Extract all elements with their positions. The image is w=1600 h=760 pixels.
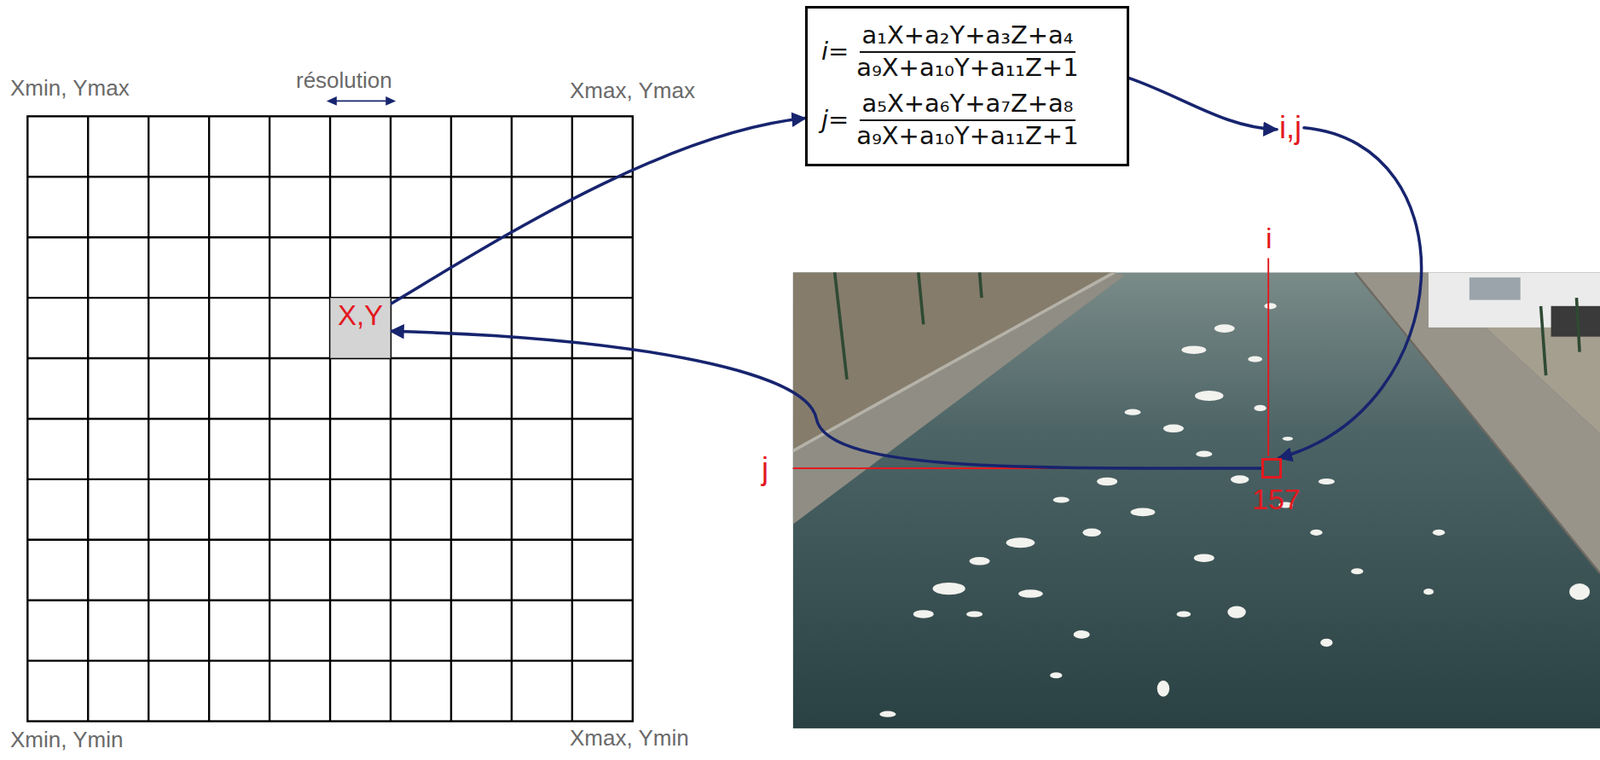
foam-patches <box>879 302 1590 718</box>
wall-edge <box>1355 272 1600 574</box>
raster-grid <box>27 115 632 721</box>
truck-window <box>1469 277 1521 300</box>
pixel-marker: 157 <box>1261 457 1282 479</box>
flow-arrow <box>390 330 1262 469</box>
corner-label: Xmax, Ymax <box>569 78 696 104</box>
result-label: i,j <box>1276 110 1305 145</box>
j-axis-line <box>793 467 1260 470</box>
right-bank <box>1426 272 1600 434</box>
wall-edge <box>793 272 1115 451</box>
formula-box: i=a₁X+a₂Y+a₃Z+a₄a₉X+a₁₀Y+a₁₁Z+1j=a₅X+a₆Y… <box>805 5 1130 167</box>
grid-cell: X,Y <box>330 297 391 359</box>
grid-frame <box>27 115 632 721</box>
dimension-label: résolution <box>295 68 393 93</box>
equation-row: i=a₁X+a₂Y+a₃Z+a₄a₉X+a₁₀Y+a₁₁Z+1 <box>821 22 1114 82</box>
denominator: a₉X+a₁₀Y+a₁₁Z+1 <box>853 52 1081 82</box>
truck-part <box>1551 306 1600 337</box>
coordinate-label: X,Y <box>337 300 383 331</box>
pixel-square <box>1261 457 1282 479</box>
left-wall <box>793 272 1125 524</box>
fence-posts <box>834 272 1580 380</box>
flow-arrow <box>1278 127 1421 458</box>
gravel-bank <box>793 272 1115 451</box>
equation-lhs: j= <box>821 106 849 134</box>
axis-label: i <box>1265 222 1273 255</box>
pixel-value: 157 <box>1252 483 1301 516</box>
fraction: a₁X+a₂Y+a₃Z+a₄a₉X+a₁₀Y+a₁₁Z+1 <box>853 22 1081 82</box>
flow-arrow <box>1129 78 1277 130</box>
flow-arrow <box>390 118 806 305</box>
numerator: a₅X+a₆Y+a₇Z+a₈ <box>859 90 1077 122</box>
canal-photo <box>793 272 1600 729</box>
corner-label: Xmin, Ymin <box>10 727 123 753</box>
i-axis-line <box>1267 258 1270 457</box>
corner-label: Xmax, Ymin <box>569 725 690 751</box>
denominator: a₉X+a₁₀Y+a₁₁Z+1 <box>853 121 1081 151</box>
equation-lhs: i= <box>821 38 849 66</box>
grid-lines <box>27 115 632 721</box>
corner-label: Xmin, Ymax <box>10 75 130 101</box>
equation-row: j=a₅X+a₆Y+a₇Z+a₈a₉X+a₁₀Y+a₁₁Z+1 <box>821 90 1114 151</box>
axis-label: j <box>761 452 769 487</box>
water <box>793 272 1600 729</box>
right-wall <box>1355 272 1600 574</box>
numerator: a₁X+a₂Y+a₃Z+a₄ <box>859 22 1077 53</box>
pixel-index: i,j <box>1279 110 1302 145</box>
resolution-arrow <box>326 96 396 106</box>
fraction: a₅X+a₆Y+a₇Z+a₈a₉X+a₁₀Y+a₁₁Z+1 <box>853 90 1081 151</box>
